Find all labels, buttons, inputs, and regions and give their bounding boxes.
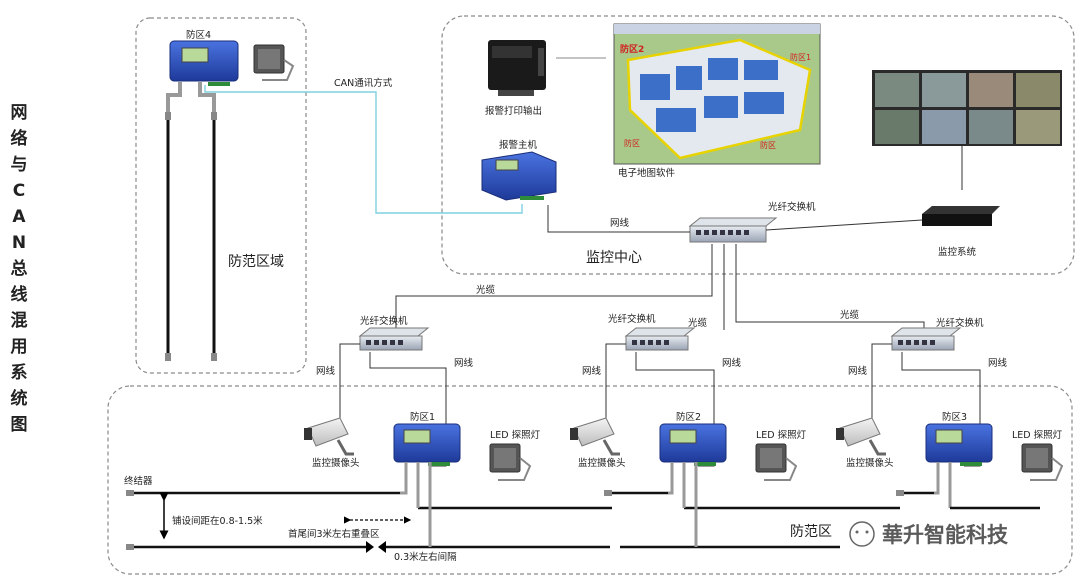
title-char: 线 bbox=[10, 285, 28, 305]
title-char: N bbox=[11, 233, 27, 253]
video-wall bbox=[872, 70, 1062, 146]
alarm-host bbox=[481, 151, 557, 201]
title-char: 网 bbox=[10, 103, 28, 123]
zone1-net-label-b: 网线 bbox=[454, 357, 474, 369]
fiber-label-left: 光缆 bbox=[476, 284, 496, 296]
title-char: C bbox=[12, 181, 26, 201]
defense-area-box-top bbox=[135, 17, 307, 374]
zone2-led-light bbox=[755, 443, 798, 481]
defense-area-box-bottom bbox=[107, 385, 1073, 575]
zone4-led-light bbox=[253, 44, 295, 81]
zone2-camera-label: 监控摄像头 bbox=[578, 457, 626, 469]
zone1-switch-label: 光纤交换机 bbox=[360, 315, 408, 327]
fiber-label-right: 光缆 bbox=[840, 309, 860, 321]
watermark-text: 華升智能科技 bbox=[882, 523, 1009, 547]
center-net-label: 网线 bbox=[610, 217, 630, 229]
zone2-label: 防区2 bbox=[676, 411, 701, 423]
alarm-host-label: 报警主机 bbox=[499, 139, 538, 151]
defense-area-label: 防范区域 bbox=[228, 253, 284, 270]
zone1-label: 防区1 bbox=[410, 411, 435, 423]
title-char: 图 bbox=[10, 415, 28, 435]
watermark: 華升智能科技 bbox=[849, 521, 1009, 547]
zone1-led-light bbox=[489, 443, 532, 481]
zone3-fiber-switch bbox=[890, 327, 962, 351]
zone1-fiber-switch bbox=[358, 327, 430, 351]
gap-label: 0.3米左右间隔 bbox=[394, 551, 457, 563]
map-zone-b-label: 防区 bbox=[760, 140, 776, 150]
title-char: 与 bbox=[10, 155, 28, 175]
alarm-printer bbox=[488, 40, 546, 96]
terminator-label: 终结器 bbox=[124, 475, 153, 487]
zone3-led-light bbox=[1021, 443, 1064, 481]
zone2-camera bbox=[570, 417, 620, 456]
zone3-net-label-a: 网线 bbox=[848, 365, 868, 377]
title-char: 用 bbox=[10, 337, 28, 357]
spacing-label: 铺设间距在0.8-1.5米 bbox=[172, 515, 263, 527]
title-char: 统 bbox=[10, 389, 28, 409]
zone1-net-label-a: 网线 bbox=[316, 365, 336, 377]
defense-area-bottom-label: 防范区 bbox=[790, 523, 832, 540]
zone4-controller bbox=[169, 40, 239, 86]
center-switch-label: 光纤交换机 bbox=[768, 201, 816, 213]
monitor-center-label: 监控中心 bbox=[586, 250, 642, 266]
zone3-net-label-b: 网线 bbox=[988, 357, 1008, 369]
zone3-led-label: LED 探照灯 bbox=[1012, 429, 1063, 441]
zone2-fiber-switch bbox=[624, 327, 696, 351]
title-char: A bbox=[12, 207, 26, 227]
alarm-print-label: 报警打印输出 bbox=[485, 105, 542, 117]
overlap-label: 首尾间3米左右重叠区 bbox=[288, 528, 380, 540]
zone2-led-label: LED 探照灯 bbox=[756, 429, 807, 441]
center-fiber-switch bbox=[688, 217, 778, 243]
monitor-system-dvr bbox=[922, 206, 1000, 226]
zone3-controller bbox=[925, 423, 993, 466]
title-char: 总 bbox=[10, 259, 28, 279]
zone4-label: 防区4 bbox=[186, 29, 211, 41]
map-zone-a-label: 防区 bbox=[624, 138, 640, 148]
title-char: 络 bbox=[10, 129, 28, 149]
zone3-switch-label: 光纤交换机 bbox=[936, 317, 984, 329]
zone2-controller bbox=[659, 423, 727, 466]
monitor-center-box bbox=[441, 15, 1075, 275]
title-char: 系 bbox=[10, 363, 28, 383]
zone1-camera bbox=[304, 417, 354, 456]
can-mode-label: CAN通讯方式 bbox=[334, 77, 393, 89]
map-zone1-label: 防区1 bbox=[790, 52, 811, 62]
zone3-camera bbox=[836, 417, 886, 456]
zone1-camera-label: 监控摄像头 bbox=[312, 457, 360, 469]
zone2-net-label-b: 网线 bbox=[722, 357, 742, 369]
map-zone2-label: 防区2 bbox=[620, 43, 644, 55]
zone1-led-label: LED 探照灯 bbox=[490, 429, 541, 441]
electronic-map: 防区2 防区1 防区 防区 bbox=[613, 23, 821, 165]
zone3-label: 防区3 bbox=[942, 411, 967, 423]
zone1-controller bbox=[393, 423, 461, 466]
zone2-net-label-a: 网线 bbox=[582, 365, 602, 377]
sensor-cables bbox=[126, 462, 1040, 550]
title-char: 混 bbox=[10, 311, 28, 331]
emap-label: 电子地图软件 bbox=[618, 167, 676, 179]
zone2-switch-label: 光纤交换机 bbox=[608, 313, 656, 325]
zone3-camera-label: 监控摄像头 bbox=[846, 457, 894, 469]
fiber-label-mid: 光缆 bbox=[688, 317, 708, 329]
monitor-system-label: 监控系统 bbox=[938, 246, 977, 258]
